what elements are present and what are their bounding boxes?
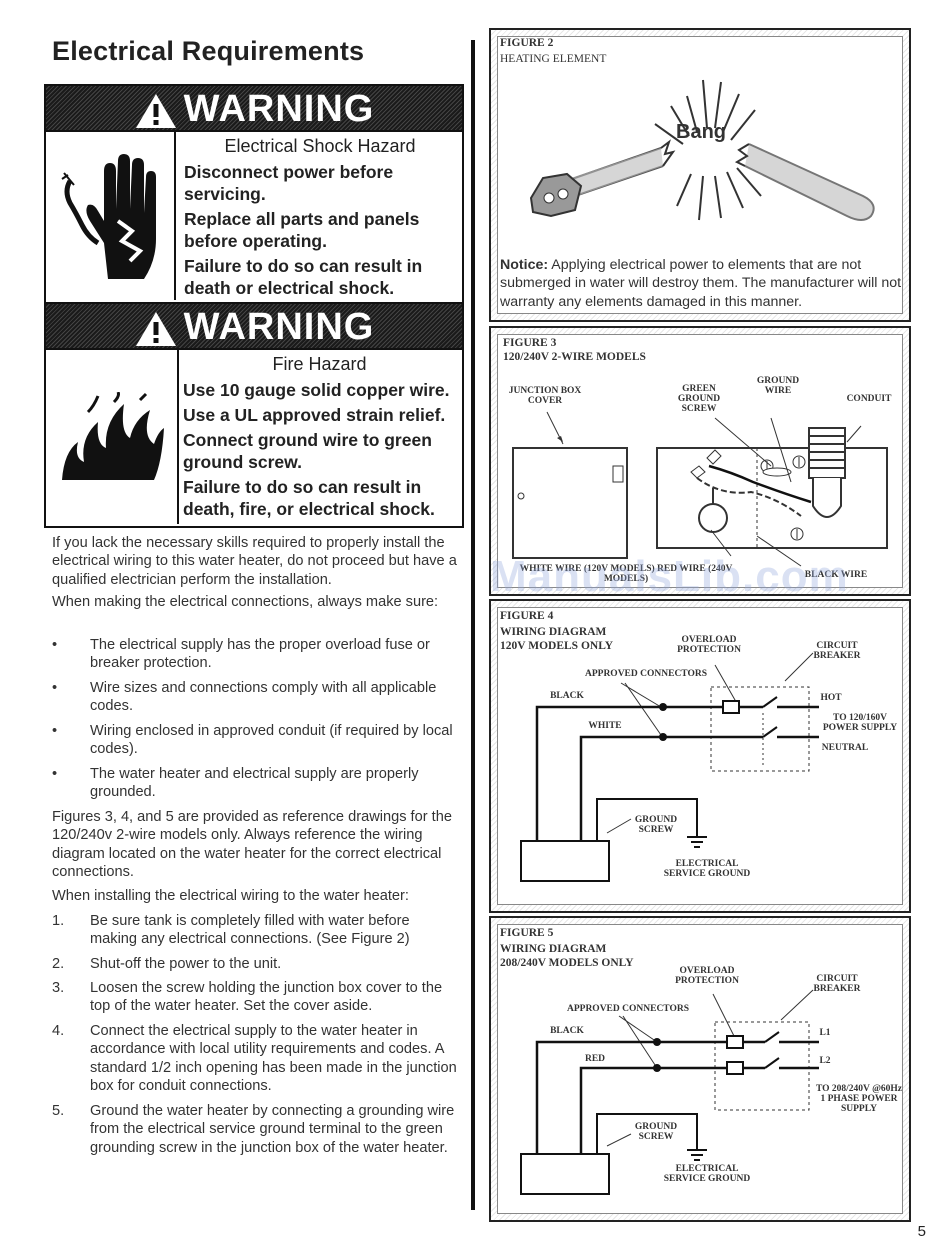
wiring-diagram-120v xyxy=(520,652,819,882)
hazard-title: Fire Hazard xyxy=(272,354,367,374)
overload-protection-label: OVERLOAD PROTECTION xyxy=(675,966,739,986)
figure-label: FIGURE 4 xyxy=(500,610,554,622)
figure-subtitle: 208/240V MODELS ONLY xyxy=(500,957,634,969)
ground-wire-label: GROUND WIRE xyxy=(756,376,800,396)
black-wire-label: BLACK WIRE xyxy=(804,570,868,580)
installing-intro-paragraph: When installing the electrical wiring to… xyxy=(52,888,409,904)
warning-line: Failure to do so can result in death, fi… xyxy=(183,477,435,519)
heating-element-illustration xyxy=(529,79,875,221)
warning-label: WARNING xyxy=(183,306,375,348)
hot-label: HOT xyxy=(820,693,842,703)
electrical-service-ground-label: ELECTRICAL SERVICE GROUND xyxy=(663,1164,751,1184)
bang-label: Bang xyxy=(676,121,726,143)
warning-header: WARNING xyxy=(46,304,462,348)
figure-label: FIGURE 5 xyxy=(500,927,554,939)
junction-box-cover-label: JUNCTION BOX COVER xyxy=(508,386,582,406)
overload-protection-label: OVERLOAD PROTECTION xyxy=(677,635,741,655)
watermark: ManualsLib.com xyxy=(490,552,849,601)
red-wire-label: RED xyxy=(584,1054,606,1064)
ground-screw-label: GROUND SCREW xyxy=(634,1122,678,1142)
figure-label: FIGURE 3 xyxy=(503,337,557,349)
electrical-service-ground-label: ELECTRICAL SERVICE GROUND xyxy=(663,859,751,879)
warning-line: Use a UL approved strain relief. xyxy=(183,405,446,425)
warning-line: Connect ground wire to green ground scre… xyxy=(183,430,432,472)
white-red-wire-label: WHITE WIRE (120V MODELS) RED WIRE (240V … xyxy=(519,564,733,584)
green-ground-screw-label: GREEN GROUND SCREW xyxy=(677,384,721,414)
page-title: Electrical Requirements xyxy=(52,36,365,66)
figure-title: WIRING DIAGRAM xyxy=(500,626,607,638)
conduit-label: CONDUIT xyxy=(846,394,892,404)
warning-label: WARNING xyxy=(183,88,375,130)
figure-2-notice: Notice: Applying electrical power to ele… xyxy=(500,257,902,310)
circuit-breaker-label: CIRCUIT BREAKER xyxy=(813,641,861,661)
figure-2-heating-element: FIGURE 2 HEATING ELEMENT Bang Noti xyxy=(489,28,911,322)
power-supply-label: TO 120/160V POWER SUPPLY xyxy=(822,713,898,733)
figure-title: WIRING DIAGRAM xyxy=(500,943,607,955)
neutral-label: NEUTRAL xyxy=(821,743,869,753)
intro-paragraph: If you lack the necessary skills require… xyxy=(52,535,457,588)
warning-line: Disconnect power before servicing. xyxy=(184,162,394,204)
black-wire-label: BLACK xyxy=(550,691,584,701)
circuit-breaker-label: CIRCUIT BREAKER xyxy=(813,974,861,994)
warning-box-electrical-shock: WARNING Electrical Shock Hazard Disconne… xyxy=(44,84,464,304)
junction-box-illustration xyxy=(512,411,888,567)
page-number: 5 xyxy=(917,1223,926,1240)
white-wire-label: WHITE xyxy=(588,721,622,731)
figure-subtitle: 120V MODELS ONLY xyxy=(500,640,614,652)
figure-4-wiring-diagram-120v: FIGURE 4 WIRING DIAGRAM 120V MODELS ONLY… xyxy=(489,599,911,913)
ground-screw-label: GROUND SCREW xyxy=(634,815,678,835)
always-make-sure-paragraph: When making the electrical connections, … xyxy=(52,594,439,610)
wiring-diagram-240v xyxy=(520,989,819,1195)
figure-5-wiring-diagram-240v: FIGURE 5 WIRING DIAGRAM 208/240V MODELS … xyxy=(489,916,911,1222)
warning-line: Use 10 gauge solid copper wire. xyxy=(183,380,450,400)
figure-label: FIGURE 2 xyxy=(500,37,554,49)
figure-title: 120/240V 2-WIRE MODELS xyxy=(503,351,646,363)
approved-connectors-label: APPROVED CONNECTORS xyxy=(566,1004,689,1014)
column-divider xyxy=(471,40,475,1210)
figure-3-wire-models: FIGURE 3 120/240V 2-WIRE MODELS JUNCTION… xyxy=(489,326,911,596)
black-wire-label: BLACK xyxy=(550,1026,584,1036)
warning-triangle-icon xyxy=(135,93,176,128)
l1-label: L1 xyxy=(819,1028,831,1038)
warning-header: WARNING xyxy=(46,86,462,130)
warning-line: Replace all parts and panels before oper… xyxy=(184,209,420,251)
hazard-title: Electrical Shock Hazard xyxy=(224,136,416,156)
warning-box-fire-hazard: WARNING Fire Hazard Use 10 gauge solid c… xyxy=(44,302,464,528)
shock-hazard-hand-icon xyxy=(46,132,176,300)
fire-hazard-flame-icon xyxy=(46,350,179,524)
approved-connectors-label: APPROVED CONNECTORS xyxy=(584,669,707,679)
figures-note-paragraph: Figures 3, 4, and 5 are provided as refe… xyxy=(52,809,452,880)
warning-line: Failure to do so can result in death or … xyxy=(184,256,423,298)
figure-title: HEATING ELEMENT xyxy=(500,53,607,65)
power-supply-label: TO 208/240V @60Hz 1 PHASE POWER SUPPLY xyxy=(815,1084,903,1114)
l2-label: L2 xyxy=(819,1056,831,1066)
warning-triangle-icon xyxy=(135,311,176,346)
